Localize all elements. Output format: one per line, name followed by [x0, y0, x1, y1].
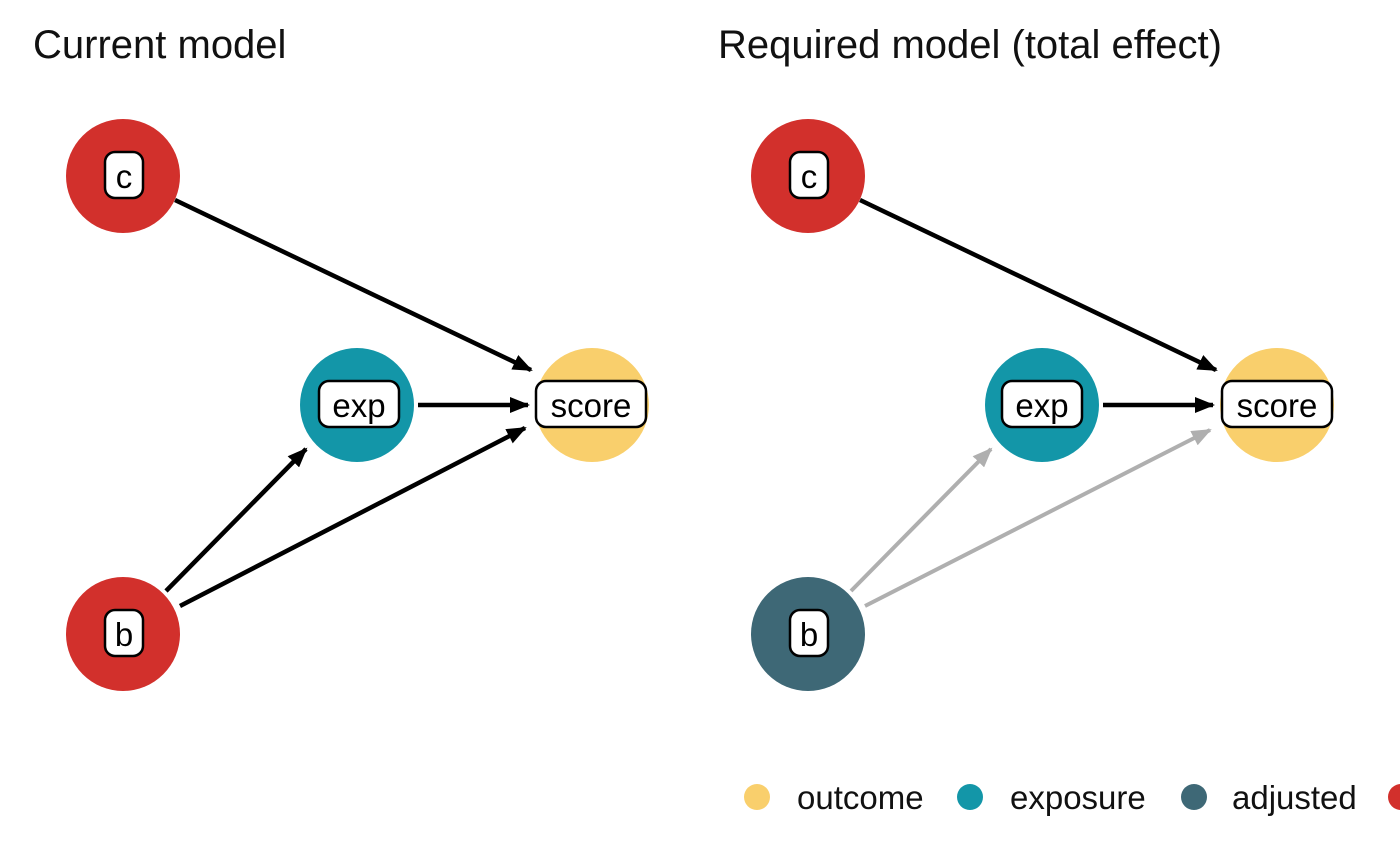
node-b-label: b	[800, 616, 818, 653]
edge-b-to-exp	[849, 447, 993, 593]
node-b-label: b	[115, 616, 133, 653]
node-c-label: c	[801, 158, 818, 195]
node-score-label-box	[534, 379, 648, 429]
legend-exposure-label: exposure	[1010, 779, 1146, 816]
panel-required-model: Required model (total effect) c exp scor…	[718, 23, 1334, 691]
node-c-label: c	[116, 158, 133, 195]
node-b-label-box	[103, 608, 145, 658]
panel-current-model: Current model c exp score b	[33, 23, 649, 691]
edge-c-to-score	[859, 197, 1218, 373]
legend-outcome-label: outcome	[797, 779, 924, 816]
legend-adjusted-label: adjusted	[1232, 779, 1357, 816]
node-exp-label: exp	[1015, 387, 1068, 424]
edge-b-to-exp	[164, 447, 308, 593]
node-exp-label: exp	[332, 387, 385, 424]
panel-title-current: Current model	[33, 23, 286, 67]
edge-b-to-score	[178, 426, 527, 608]
node-b-label-box	[788, 608, 830, 658]
legend-clipped-dot	[1388, 784, 1400, 810]
node-exp-label-box	[317, 379, 401, 429]
node-c-label-box	[103, 150, 145, 200]
panel-title-required: Required model (total effect)	[718, 23, 1222, 67]
node-c-label-box	[788, 150, 830, 200]
legend-outcome-dot	[744, 784, 770, 810]
node-score-label: score	[551, 387, 632, 424]
legend-adjusted-dot	[1181, 784, 1207, 810]
legend: outcome exposure adjusted	[744, 779, 1400, 816]
edge-b-to-score	[864, 428, 1212, 608]
legend-exposure-dot	[957, 784, 983, 810]
node-score-label-box	[1220, 379, 1334, 429]
node-exp-label-box	[1000, 379, 1084, 429]
edge-c-to-score	[174, 197, 533, 373]
node-score-label: score	[1237, 387, 1318, 424]
